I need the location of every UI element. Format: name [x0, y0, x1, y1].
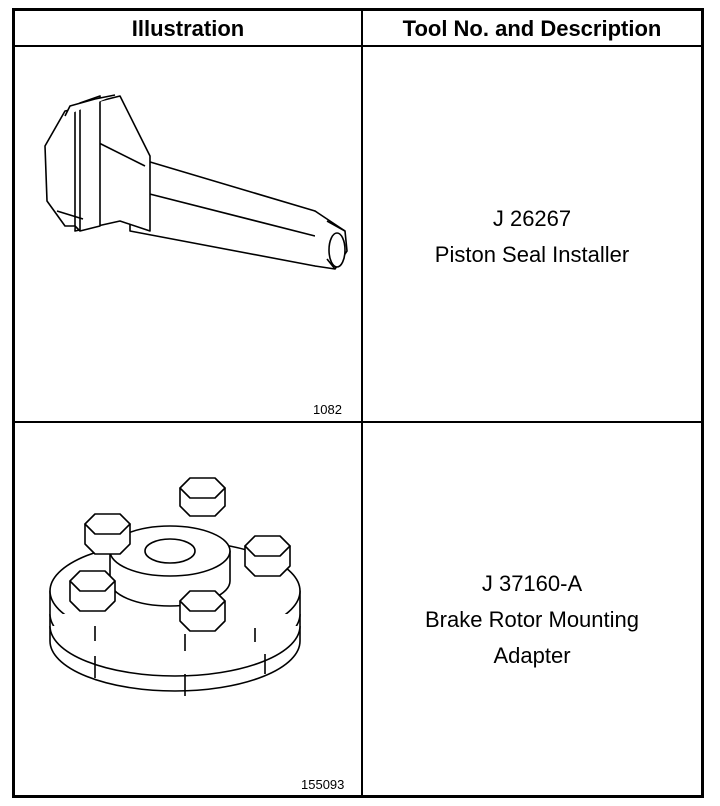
column-divider — [361, 11, 363, 795]
row1-description-line1: Piston Seal Installer — [434, 242, 630, 267]
piston-seal-installer-illustration — [44, 94, 348, 270]
row2-description-line2: Adapter — [493, 643, 571, 668]
tool-table: Illustration Tool No. and Description J … — [12, 8, 704, 798]
brake-rotor-mounting-adapter-illustration — [49, 477, 301, 696]
row1-tool-number: J 26267 — [492, 206, 572, 231]
hex-nut-right — [244, 535, 291, 577]
hex-nut-left — [84, 513, 131, 555]
row2-description-line1: Brake Rotor Mounting — [425, 607, 639, 632]
row-divider — [15, 421, 701, 423]
header-illustration: Illustration — [131, 16, 245, 41]
row2-tool-number: J 37160-A — [481, 571, 583, 596]
header-divider — [15, 45, 701, 47]
row2-description: J 37160-A Brake Rotor Mounting Adapter — [363, 566, 701, 674]
hex-nut-front — [179, 590, 226, 632]
header-tool-description: Tool No. and Description — [402, 16, 662, 41]
row2-figure-number: 155093 — [301, 777, 345, 792]
row1-description: J 26267 Piston Seal Installer — [363, 201, 701, 273]
row1-figure-number: 1082 — [313, 402, 342, 417]
hex-nut-top — [179, 477, 226, 517]
hex-nut-front-left — [69, 570, 116, 612]
